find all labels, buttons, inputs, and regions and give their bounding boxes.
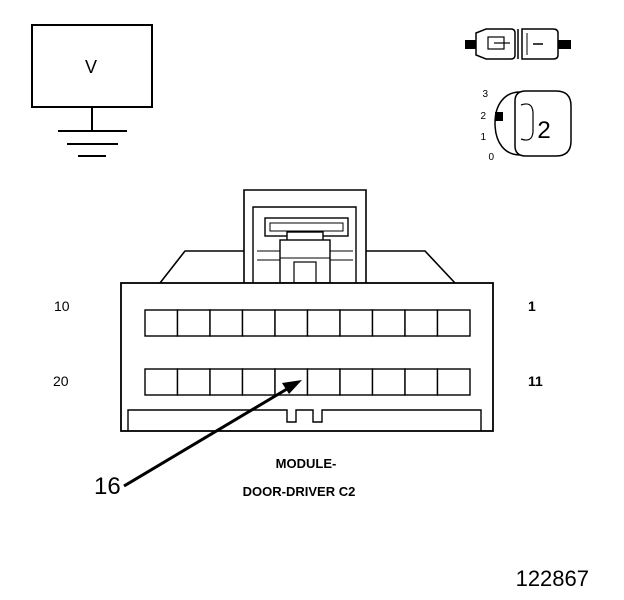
pin-cavity-12 — [404, 368, 439, 396]
ground-icon — [58, 130, 127, 157]
voltmeter-symbol: V — [31, 24, 153, 157]
position-marker — [495, 112, 503, 121]
pin-cavity-3 — [371, 309, 406, 337]
pin-cavity-20 — [144, 368, 179, 396]
connector-body — [120, 189, 494, 432]
pin-cavity-13 — [371, 368, 406, 396]
pin-cavity-11 — [436, 368, 471, 396]
pin-cavity-1 — [436, 309, 471, 337]
connector-view-icon — [465, 28, 571, 60]
pin-cavity-9 — [176, 309, 211, 337]
position-label-0: 0 — [488, 152, 494, 163]
callout-pin-number: 16 — [94, 473, 121, 500]
pin-16-callout-arrow — [123, 380, 302, 488]
pin-cavity-15 — [306, 368, 341, 396]
pin-label-10: 10 — [54, 298, 70, 314]
pin-label-11: 11 — [528, 373, 543, 389]
position-label-2: 2 — [480, 111, 486, 122]
pin-cavity-19 — [176, 368, 211, 396]
position-label-3: 3 — [482, 89, 488, 100]
pin-cavity-6 — [274, 309, 309, 337]
pin-cavity-18 — [209, 368, 244, 396]
pin-cavity-5 — [306, 309, 341, 337]
connector-name-line2: DOOR-DRIVER C2 — [243, 484, 356, 499]
connector-name-line1: MODULE- — [276, 456, 337, 471]
position-selector: 3 2 1 0 2 — [480, 89, 572, 163]
position-label-1: 1 — [480, 132, 486, 143]
pin-cavity-8 — [209, 309, 244, 337]
pin-cavity-2 — [404, 309, 439, 337]
pin-label-1: 1 — [528, 298, 536, 314]
pin-cavity-14 — [339, 368, 374, 396]
voltmeter-label: V — [85, 57, 97, 77]
pin-cavity-10 — [144, 309, 179, 337]
dial-number: 2 — [537, 117, 550, 144]
figure-number: 122867 — [516, 566, 589, 591]
pin-cavity-4 — [339, 309, 374, 337]
pin-cavity-17 — [241, 368, 276, 396]
pin-cavities — [144, 309, 471, 396]
pin-cavity-7 — [241, 309, 276, 337]
pin-label-20: 20 — [53, 373, 69, 389]
